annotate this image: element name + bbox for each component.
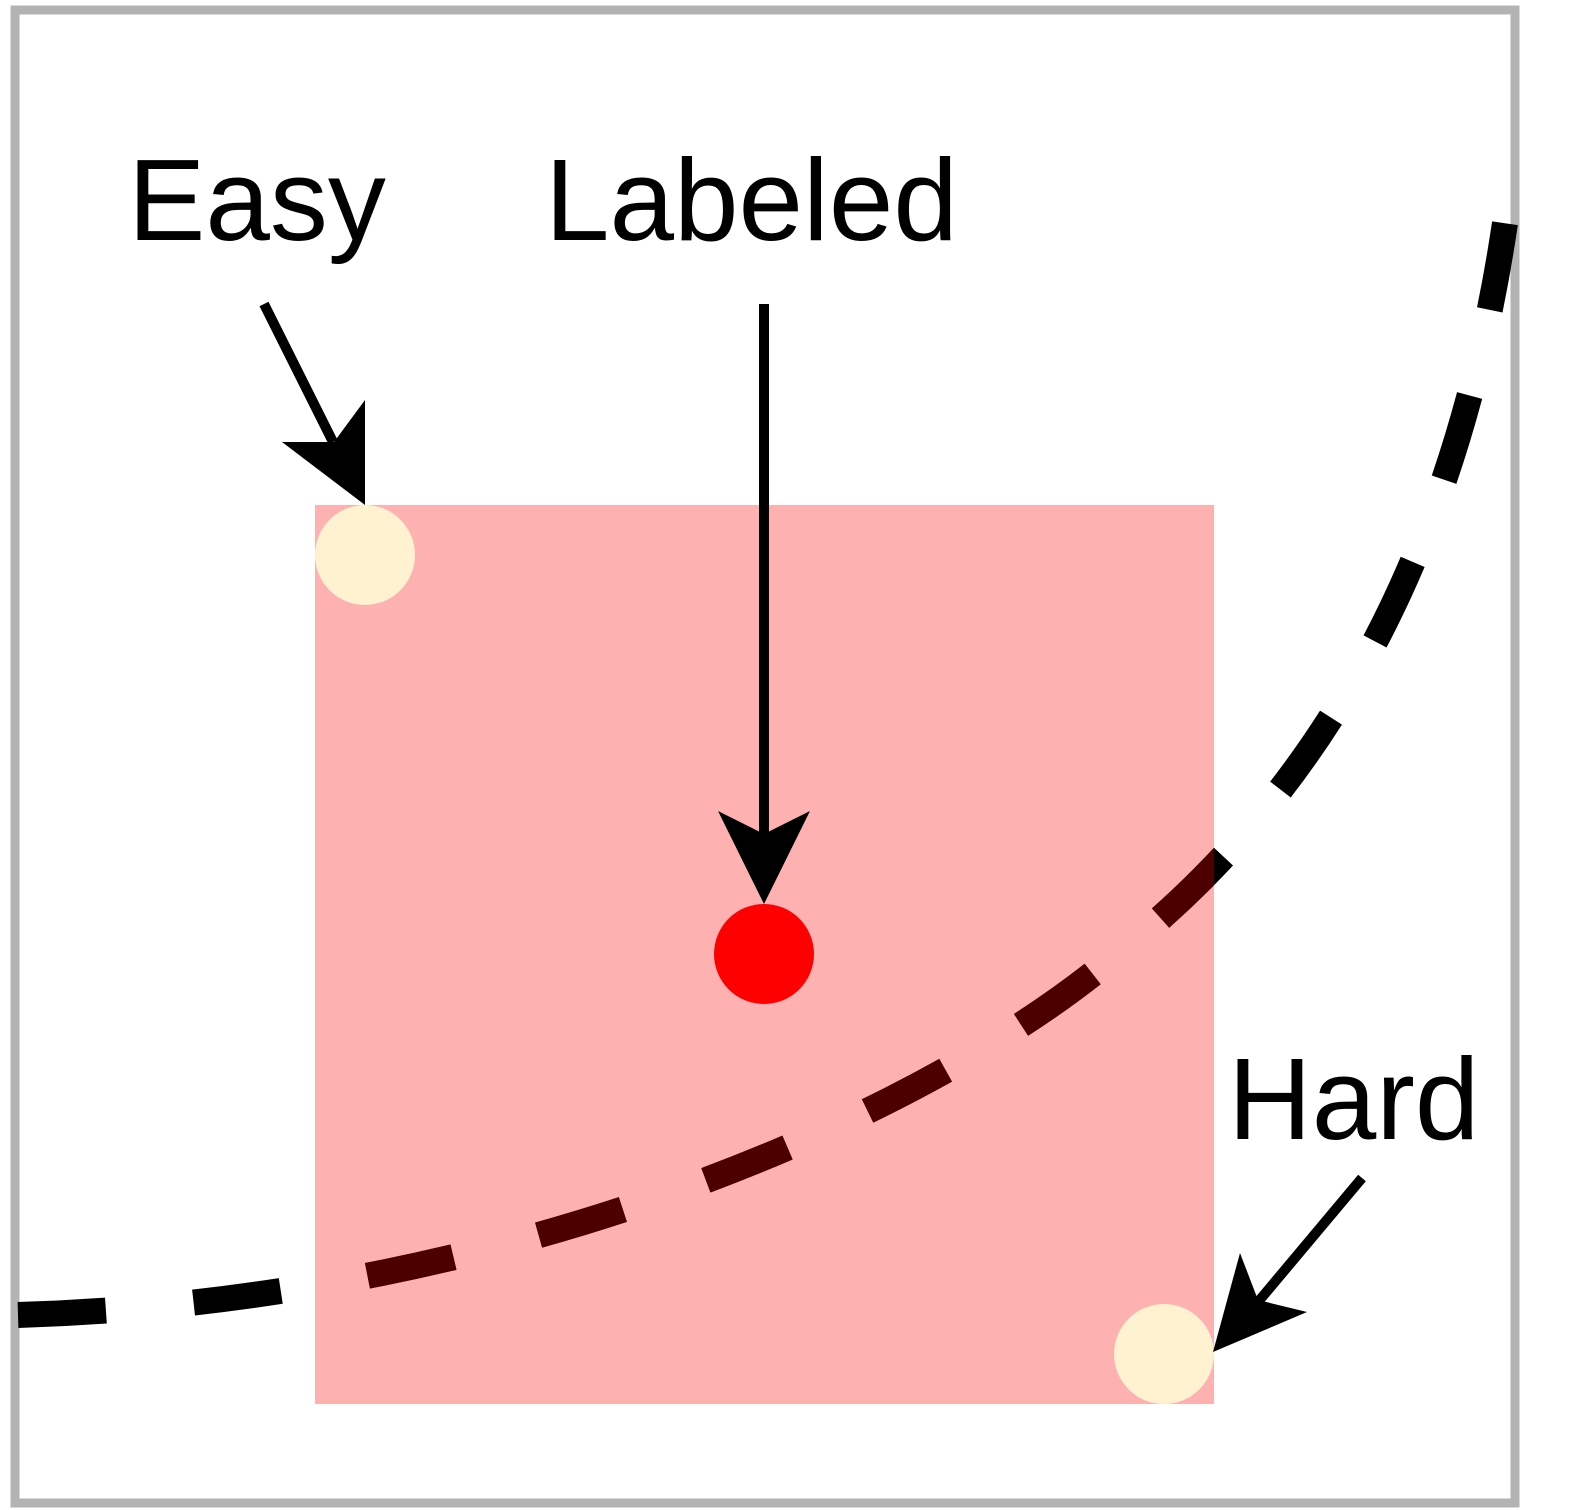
hard-sample-point [1114, 1304, 1214, 1404]
labeled-label: Labeled [545, 135, 958, 265]
easy-arrow [259, 301, 365, 505]
hard-label: Hard [1228, 1034, 1479, 1164]
easy-sample-point [315, 505, 415, 605]
hard-arrow [1213, 1174, 1366, 1352]
easy-label: Easy [128, 135, 386, 265]
labeled-arrow [718, 304, 810, 904]
decision-boundary-inside-region [315, 847, 1214, 1299]
labeled-point [714, 904, 814, 1004]
